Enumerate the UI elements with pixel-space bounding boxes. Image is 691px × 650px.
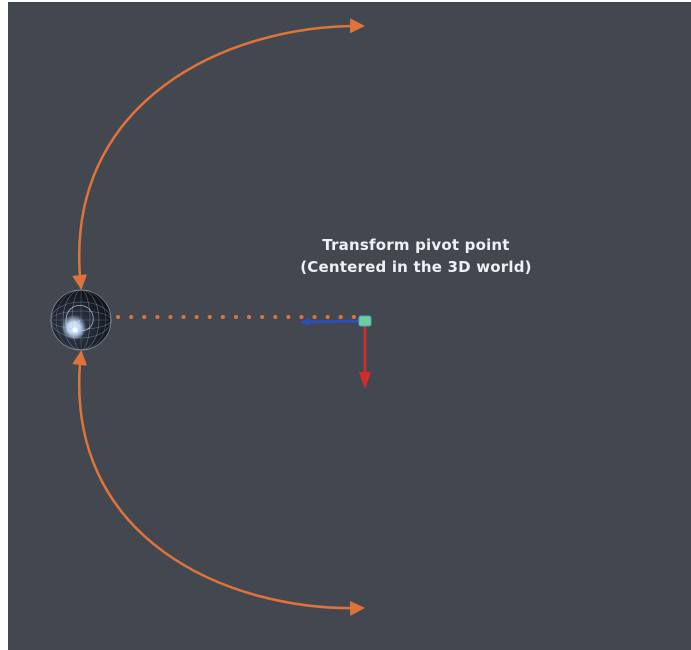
- orbit-arrow-lower: [72, 350, 365, 616]
- gizmo-center[interactable]: [358, 315, 372, 327]
- pivot-annotation-line1: Transform pivot point: [322, 236, 510, 254]
- transform-gizmo-icon[interactable]: [300, 315, 372, 389]
- pivot-annotation: Transform pivot point (Centered in the 3…: [266, 234, 566, 278]
- gizmo-x-axis[interactable]: [307, 319, 363, 324]
- orbit-arrow-upper: [72, 18, 365, 290]
- pivot-annotation-line2: (Centered in the 3D world): [300, 258, 532, 276]
- wireframe-sphere-icon[interactable]: [50, 289, 112, 351]
